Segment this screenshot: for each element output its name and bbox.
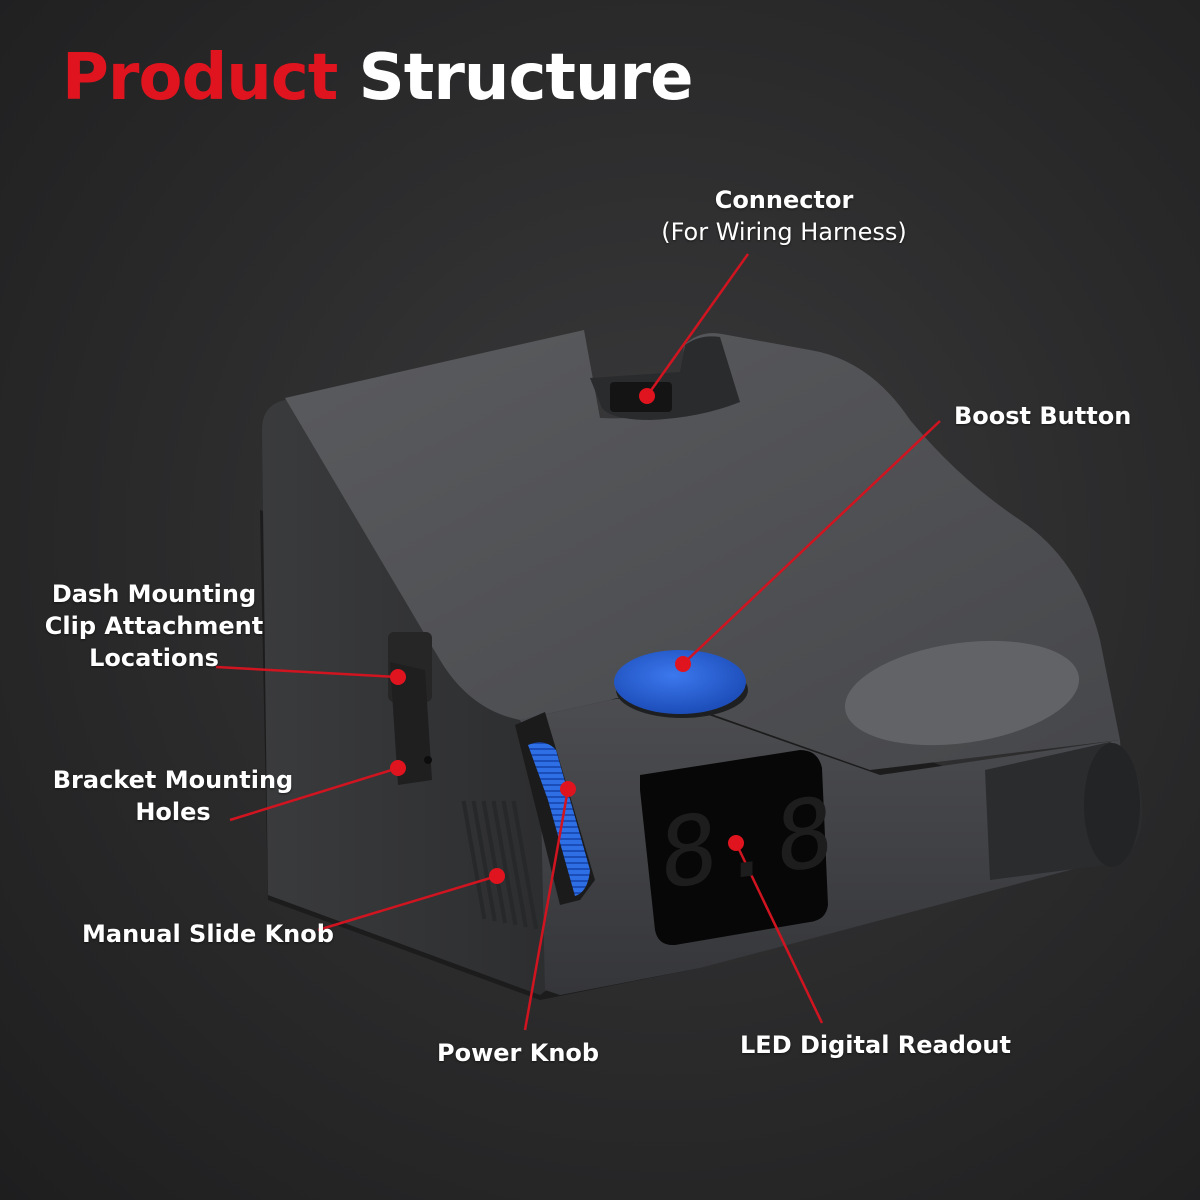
boost-button-shape [614, 650, 746, 714]
dash-callout-line [215, 665, 399, 679]
label-power-knob: Power Knob [437, 1039, 600, 1067]
page-title: Product Structure [62, 46, 693, 110]
dash-dot [390, 669, 406, 685]
led-readout-value: 8.8 [660, 775, 834, 912]
callout-dots [390, 388, 744, 884]
manual-slide-ribs [461, 800, 539, 930]
label-dash-line2: Clip Attachment [44, 612, 264, 640]
top-oval-pad [844, 640, 1080, 746]
bracket-mount-plate [390, 662, 432, 785]
bracket-callout-line [229, 766, 399, 822]
label-manual-slide-knob: Manual Slide Knob [82, 920, 334, 948]
label-boost-button: Boost Button [954, 402, 1132, 430]
connector-callout-line [645, 253, 750, 397]
connector-dot [639, 388, 655, 404]
label-connector-subtitle: (For Wiring Harness) [661, 218, 907, 246]
bracket-dot [390, 760, 406, 776]
label-bracket-line2: Holes [135, 798, 211, 826]
power-dot [560, 781, 576, 797]
boost-dot [675, 656, 691, 672]
power-callout-line [523, 788, 570, 1031]
manual-callout-line [317, 874, 498, 932]
label-bracket-line1: Bracket Mounting [52, 766, 294, 794]
label-dash-mounting: Dash Mounting Clip Attachment Locations [44, 578, 264, 674]
title-main: Structure [358, 41, 694, 115]
led-dot [728, 835, 744, 851]
led-callout-line [734, 842, 824, 1024]
power-knob [528, 742, 590, 896]
callout-lines [215, 253, 941, 1031]
boost-callout-line [682, 420, 941, 665]
title-accent: Product [62, 41, 338, 115]
label-bracket-mounting: Bracket Mounting Holes [52, 764, 294, 828]
label-dash-line3: Locations [89, 644, 219, 672]
label-led-readout: LED Digital Readout [740, 1031, 1011, 1059]
label-dash-line1: Dash Mounting [51, 580, 257, 608]
manual-dot [489, 868, 505, 884]
label-connector-title: Connector [714, 186, 854, 214]
label-connector: Connector (For Wiring Harness) [654, 184, 914, 248]
